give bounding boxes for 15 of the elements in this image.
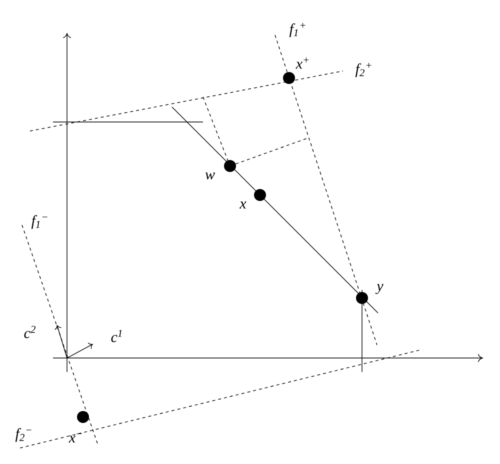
line-label: f$_{1}$− xyxy=(31,215,48,229)
point-label: w xyxy=(205,172,215,180)
point-dot xyxy=(77,411,89,423)
line-label: f$_{2}$+ xyxy=(355,62,372,78)
point-dot xyxy=(356,292,368,304)
line-label: c$^{2}$ xyxy=(24,326,36,338)
line-label: f$_{2}$− xyxy=(15,428,32,442)
point-label: x$^{+}$ xyxy=(296,57,309,69)
point-label: x xyxy=(239,202,246,208)
line-label: f$_{1}$+ xyxy=(289,22,306,38)
point-dot xyxy=(283,72,295,84)
point-label: y xyxy=(375,284,384,294)
line-label: c$^{1}$ xyxy=(111,330,122,342)
point-dot xyxy=(254,189,266,201)
point-dot xyxy=(224,160,236,172)
